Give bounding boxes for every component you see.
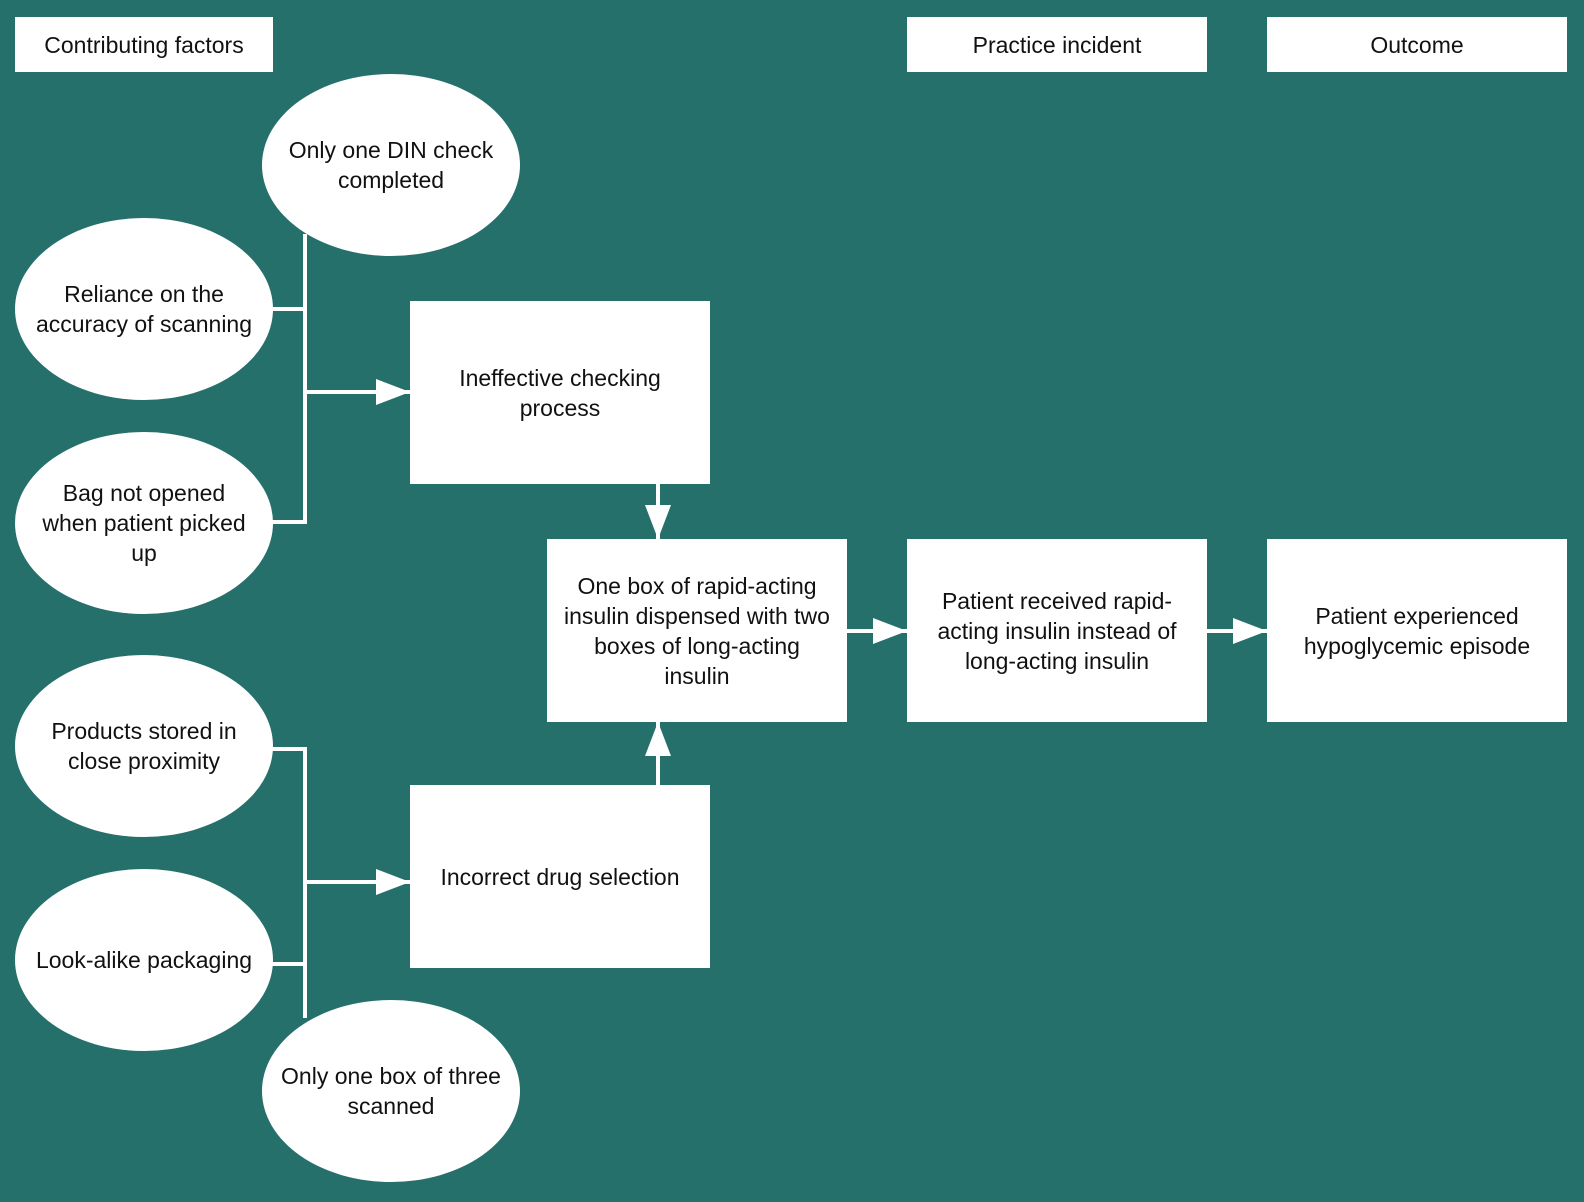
header-outcome: Outcome [1267,17,1567,72]
lower-bracket-line [270,747,307,1018]
incident-patient-received: Patient received rapid-acting insulin in… [907,539,1207,722]
process-ineffective-checking: Ineffective checking process [410,301,710,484]
factor-bag-not-opened: Bag not opened when patient picked up [15,432,273,614]
process-incorrect-selection: Incorrect drug selection [410,785,710,968]
header-practice-incident: Practice incident [907,17,1207,72]
upper-bracket-line [270,234,307,524]
factor-look-alike-packaging: Look-alike packaging [15,869,273,1051]
factor-scanning: Reliance on the accuracy of scanning [15,218,273,400]
outcome-hypoglycemic-episode: Patient experienced hypoglycemic episode [1267,539,1567,722]
factor-close-proximity: Products stored in close proximity [15,655,273,837]
header-contributing-factors: Contributing factors [15,17,273,72]
process-dispensed: One box of rapid-acting insulin dispense… [547,539,847,722]
factor-one-box-scanned: Only one box of three scanned [262,1000,520,1182]
factor-din-check: Only one DIN check completed [262,74,520,256]
